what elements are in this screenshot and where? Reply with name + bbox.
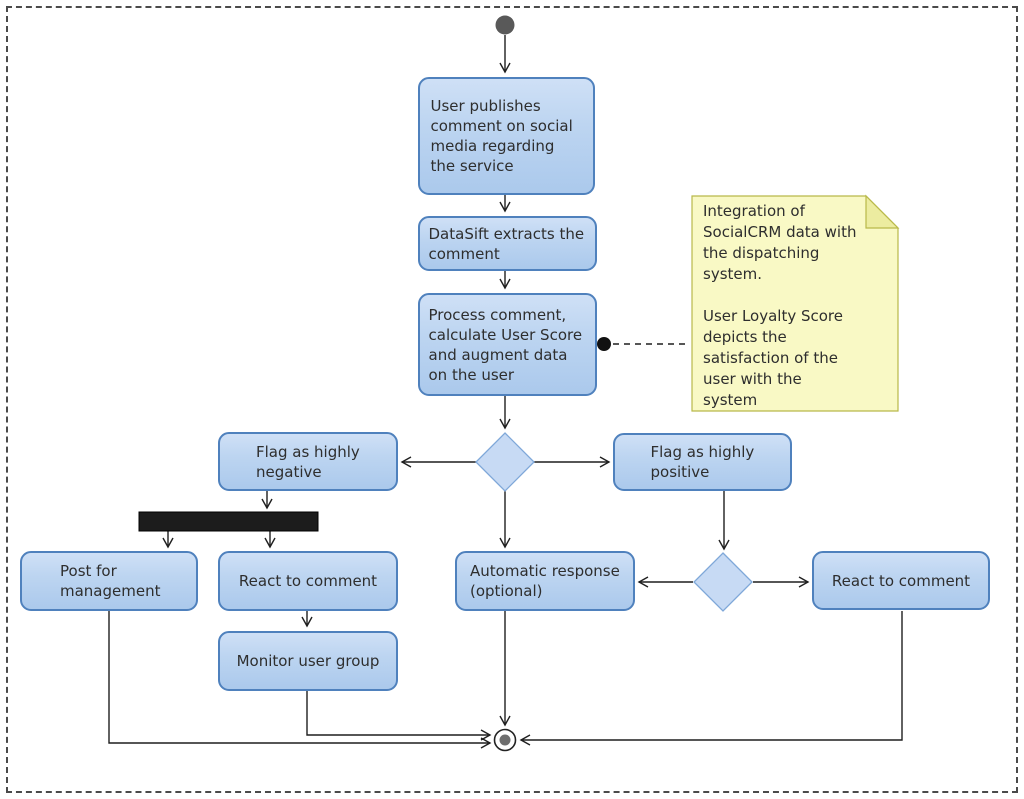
activity-datasift-extracts[interactable]: DataSift extracts the comment: [418, 216, 597, 271]
activity-label: Flag as highly positive: [650, 443, 755, 481]
activity-react-comment-right[interactable]: React to comment: [812, 551, 990, 610]
decision2-diamond[interactable]: [693, 552, 753, 612]
activity-label: Process comment, calculate User Score an…: [428, 305, 583, 384]
start-node[interactable]: [495, 15, 515, 35]
note-fold-corner: [865, 194, 900, 229]
activity-label: Monitor user group: [236, 652, 380, 670]
activity-flag-positive[interactable]: Flag as highly positive: [613, 433, 792, 491]
activity-label: DataSift extracts the comment: [428, 224, 585, 263]
activity-label: User publishes comment on social media r…: [430, 97, 573, 175]
activity-label: Post for management: [60, 562, 161, 600]
decision1-diamond[interactable]: [475, 432, 535, 492]
activity-monitor-user-group[interactable]: Monitor user group: [218, 631, 398, 691]
activity-label: React to comment: [831, 571, 971, 590]
note[interactable]: Integration of SocialCRM data with the d…: [703, 201, 883, 411]
note-anchor-dot: [597, 337, 611, 351]
fork-bar[interactable]: [138, 511, 319, 532]
activity-label: Flag as highly negative: [256, 442, 360, 481]
note-shape[interactable]: [691, 195, 899, 412]
edge-post-management-to-end: [108, 611, 492, 749]
activity-flag-negative[interactable]: Flag as highly negative: [218, 432, 398, 491]
edge-monitor-to-end: [306, 690, 492, 741]
activity-label: Automatic response (optional): [470, 562, 620, 600]
activity-label: React to comment: [238, 572, 378, 590]
note-label: Integration of SocialCRM data with the d…: [703, 202, 857, 409]
activity-user-publishes[interactable]: User publishes comment on social media r…: [418, 77, 595, 195]
activity-process-comment[interactable]: Process comment, calculate User Score an…: [418, 293, 597, 396]
edge-react-right-to-end: [519, 611, 903, 746]
activity-automatic-response[interactable]: Automatic response (optional): [455, 551, 635, 611]
activity-react-comment-left[interactable]: React to comment: [218, 551, 398, 611]
end-node-core: [499, 734, 511, 746]
activity-post-management[interactable]: Post for management: [20, 551, 198, 611]
